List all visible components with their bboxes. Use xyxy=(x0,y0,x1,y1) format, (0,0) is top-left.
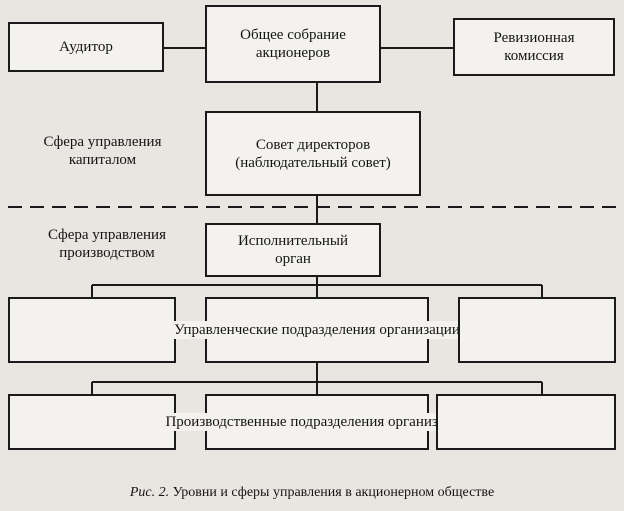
auditor-label: Аудитор xyxy=(59,39,113,55)
figure-caption-text: Уровни и сферы управления в акционерном … xyxy=(169,485,495,500)
production-units-label: Производственные подразделения организац… xyxy=(163,413,471,431)
figure-number: Рис. 2. xyxy=(129,485,170,500)
management-unit-left xyxy=(8,297,176,363)
general-meeting-box: Общее собрание акционеров xyxy=(205,5,381,83)
management-units-box: Управленческие подразделения организации xyxy=(172,297,462,363)
sphere-capital-label: Сфера управления капиталом xyxy=(43,134,162,168)
general-meeting-label: Общее собрание акционеров xyxy=(240,27,346,61)
sphere-production-label: Сфера управления производством xyxy=(48,227,166,261)
audit-commission-box: Ревизионная комиссия xyxy=(453,18,615,76)
production-units-box: Производственные подразделения организац… xyxy=(163,394,471,450)
board-box: Совет директоров (наблюдательный совет) xyxy=(205,111,421,196)
production-unit-right xyxy=(436,394,616,450)
figure-caption: Рис. 2. Уровни и сферы управления в акци… xyxy=(0,485,624,502)
executive-box: Исполнительный орган xyxy=(205,223,381,277)
board-label: Совет директоров (наблюдательный совет) xyxy=(235,136,391,171)
auditor-box: Аудитор xyxy=(8,22,164,72)
management-units-label: Управленческие подразделения организации xyxy=(172,321,462,339)
audit-commission-label: Ревизионная комиссия xyxy=(493,30,575,64)
management-unit-right xyxy=(458,297,616,363)
executive-label: Исполнительный орган xyxy=(237,233,349,267)
production-unit-left xyxy=(8,394,176,450)
